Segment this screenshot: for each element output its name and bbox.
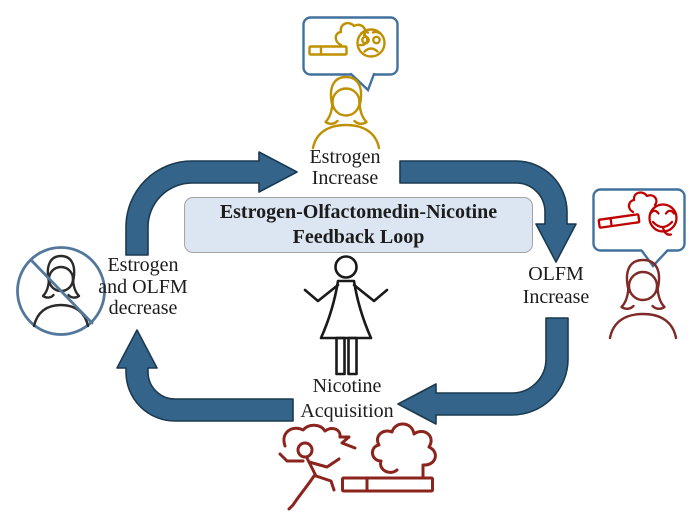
- node-label-line: Increase: [522, 286, 590, 308]
- feedback-loop-title-box: Estrogen-Olfactomedin-Nicotine Feedback …: [184, 197, 533, 253]
- node-label-line: Estrogen: [107, 254, 179, 276]
- node-nicotine-acquisition: Nicotine Acquisition: [284, 374, 410, 424]
- distressed-face-icon: [356, 28, 386, 58]
- title-line-2: Feedback Loop: [292, 226, 425, 248]
- smoking-pleasure-icon: [592, 188, 686, 340]
- no-woman-icon: [16, 246, 106, 336]
- node-label-line: Acquisition: [300, 400, 394, 422]
- speech-bubble-tail-outline: [640, 249, 669, 268]
- cigarette-icon: [597, 213, 641, 229]
- arrow-top-to-right: [399, 160, 577, 263]
- arrow-right-to-bottom: [397, 317, 569, 425]
- node-label-line: Nicotine: [312, 375, 382, 397]
- smoking-distress-icon: [302, 16, 399, 150]
- shrugging-woman-icon: [303, 255, 389, 376]
- speech-bubble-tail-outline: [349, 72, 376, 93]
- cycle-arrows: [116, 151, 577, 425]
- smoke-icon: [627, 191, 658, 214]
- cigarette-icon: [308, 21, 369, 56]
- arrow-left-to-top: [125, 151, 298, 256]
- node-olfm-increase: OLFM Increase: [497, 263, 615, 309]
- smoke-icon: [334, 21, 369, 47]
- node-label-line: OLFM: [528, 263, 584, 285]
- title-line-1: Estrogen-Olfactomedin-Nicotine: [219, 201, 498, 223]
- woman-gold-icon: [311, 75, 381, 150]
- arrow-bottom-to-left: [116, 329, 294, 422]
- node-label-line: decrease: [108, 297, 178, 319]
- delighted-face-icon: [648, 203, 678, 236]
- woman-maroon-icon: [608, 258, 678, 340]
- running-person-icon: [278, 423, 357, 511]
- prohibition-circle-icon: [16, 246, 106, 336]
- smoke-icon: [371, 422, 437, 479]
- node-label-line: and OLFM: [98, 275, 188, 298]
- motion-swash-icon: [282, 423, 357, 450]
- speech-bubble-tail: [641, 248, 668, 266]
- node-label-line: Estrogen: [309, 146, 381, 168]
- prohibition-slash-icon: [29, 258, 94, 325]
- node-label-line: Increase: [311, 167, 379, 189]
- node-estrogen-olfm-decrease: Estrogen and OLFM decrease: [84, 254, 202, 320]
- node-estrogen-increase: Estrogen Increase: [283, 147, 407, 189]
- nicotine-seeking-icon: [278, 422, 437, 511]
- smoking-cigarette-icon: [341, 422, 437, 493]
